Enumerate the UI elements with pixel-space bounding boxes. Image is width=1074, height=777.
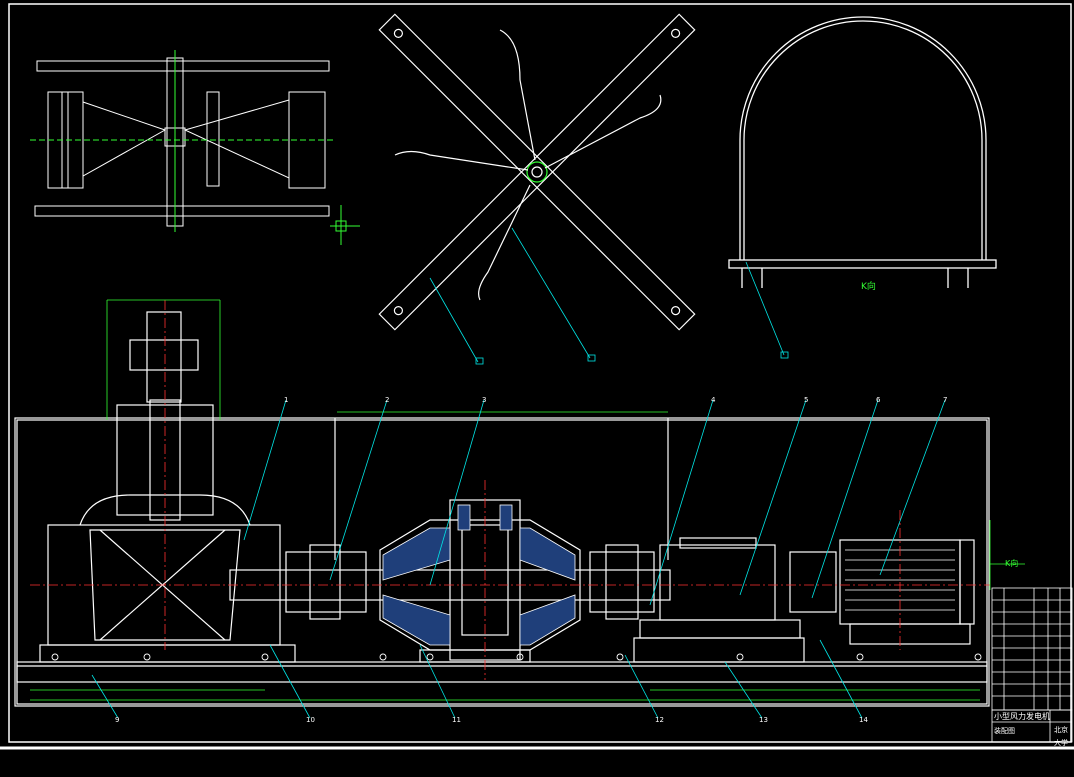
- section-marker: K向: [1005, 558, 1018, 568]
- callout-label: 12: [655, 716, 664, 724]
- view-label: K向: [861, 280, 876, 292]
- parts-list: [991, 587, 1073, 743]
- plan-view: [30, 50, 360, 245]
- section-fills: [382, 504, 576, 646]
- title-block-sub: 大学: [1054, 738, 1068, 747]
- callout-label: 2: [385, 396, 389, 404]
- sheet-border: [0, 3, 1074, 750]
- callout-label: 3: [482, 396, 486, 404]
- rotor-x-view: [378, 13, 696, 365]
- callout-label: 14: [859, 716, 868, 724]
- top-leaders: [243, 399, 946, 606]
- title-block-org: 北京: [1054, 725, 1068, 734]
- arch-view: [728, 16, 997, 359]
- callout-label: 4: [711, 396, 716, 404]
- callout-label: 11: [452, 716, 461, 724]
- top-callouts: 1 2 3 4 5 6 7: [284, 396, 947, 404]
- callout-label: 6: [876, 396, 881, 404]
- bottom-leaders: [91, 639, 863, 719]
- title-block-title: 小型风力发电机: [994, 711, 1050, 721]
- bottom-callouts: 9 10 11 12 13 14: [115, 716, 868, 724]
- callout-label: 9: [115, 716, 119, 724]
- center-lines: [30, 300, 990, 680]
- dimension-lines: [30, 299, 1025, 701]
- callout-label: 1: [284, 396, 288, 404]
- title-block-row2: 装配图: [994, 726, 1015, 735]
- callout-label: 5: [804, 396, 808, 404]
- base-bolts: [51, 653, 982, 661]
- callout-label: 10: [306, 716, 315, 724]
- callout-label: 7: [943, 396, 947, 404]
- callout-label: 13: [759, 716, 768, 724]
